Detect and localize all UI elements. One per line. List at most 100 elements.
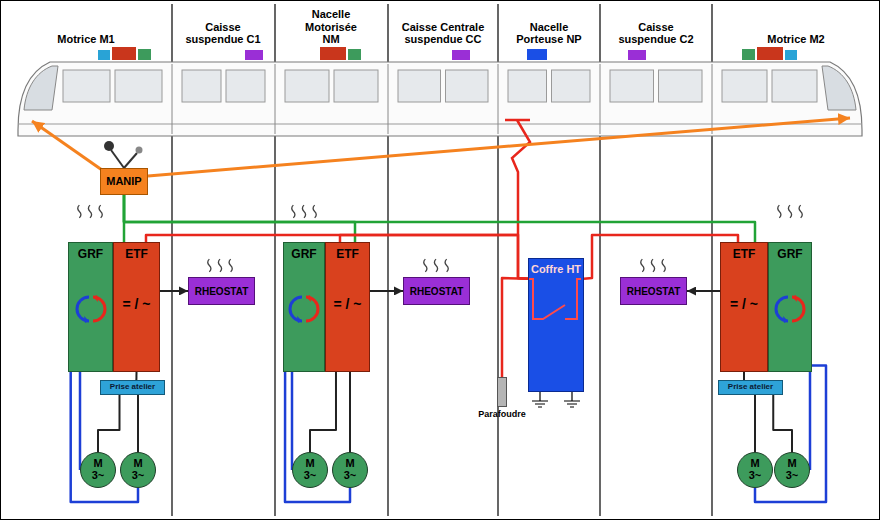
ground-symbol [532,390,580,407]
pantograph [505,120,530,235]
wire [137,395,139,452]
wire [773,395,792,452]
node-label: = / ~ [333,297,361,312]
node-label: ETF [125,248,148,261]
node-label: RHEOSTAT [195,286,249,297]
roof-equipment [98,47,797,60]
controller-box: MANIP [100,168,148,195]
wire [135,372,137,380]
section-header: Caisse suspendue C2 [614,21,698,46]
control-arrow [148,118,850,176]
control-arrow [32,121,102,170]
section-header: Nacelle Porteuse NP [509,21,589,46]
workshop-socket: Prise atelier [100,380,165,395]
node-label: Prise atelier [110,383,155,392]
traction-converter: ETF = / ~ [720,242,768,372]
rotation-arrows [774,293,806,325]
tram-window [63,70,110,102]
section-header: Nacelle Motorisée NM [296,8,366,46]
node-label: GRF [78,248,103,261]
tram-window [446,70,489,102]
tram-window [552,70,591,102]
node-label: ETF [733,248,756,261]
motor-circle: M 3~ [120,452,156,488]
wire [809,372,812,470]
wire [584,235,738,279]
wire [79,372,82,470]
section-header: Motrice M1 [26,33,146,46]
tram-window [334,70,378,102]
traction-converter: ETF = / ~ [325,242,370,372]
section-header: Caisse suspendue C1 [181,21,265,46]
tram-window [398,70,441,102]
tram-joint [498,64,499,134]
wire [754,395,756,452]
node-label: RHEOSTAT [627,286,681,297]
node-label: M 3~ [747,458,763,481]
motor-circle: M 3~ [737,452,773,488]
node-label: = / ~ [730,297,758,312]
node-label: GRF [291,248,316,261]
cooling-unit: GRF [768,242,812,372]
section-header: Caisse Centrale suspendue CC [397,21,489,46]
tram-joint [172,64,173,134]
hv-box: Coffre HT [528,258,584,392]
motor-circle: M 3~ [80,452,116,488]
motor-circle: M 3~ [292,452,328,488]
node-label: GRF [777,248,802,261]
tram-window [772,70,817,102]
tram-joint [388,64,389,134]
node-label: M 3~ [90,458,106,481]
rheostat-box: RHEOSTAT [620,277,687,305]
wire [743,372,745,380]
tram-window [659,70,703,102]
rotation-arrows [288,293,320,325]
wire [687,290,720,292]
workshop-socket: Prise atelier [718,380,783,395]
node-label: M 3~ [784,458,800,481]
node-label: M 3~ [130,458,146,481]
tram-joint [600,64,601,134]
rheostat-box: RHEOSTAT [403,277,470,305]
tram-joint [712,64,713,134]
traction-converter: ETF = / ~ [113,242,160,372]
wire [502,278,528,377]
motor-circle: M 3~ [332,452,368,488]
tram-window [722,70,767,102]
rheostat-box: RHEOSTAT [188,277,255,305]
wire [160,290,188,292]
tram-joint [275,64,276,134]
node-label: M 3~ [342,458,358,481]
node-label: Coffre HT [531,263,581,275]
arrester-body [497,377,507,407]
wire [98,395,120,452]
tram-window [508,70,547,102]
section-header: Motrice M2 [736,33,856,46]
tram-window [226,70,265,102]
heat-marks [78,205,803,272]
tram-window [182,70,221,102]
tram-window [610,70,654,102]
switch-symbol [529,259,581,391]
node-label: ETF [336,248,359,261]
node-label: RHEOSTAT [410,286,464,297]
wire [349,372,351,452]
wire [370,290,403,292]
node-label: Parafoudre [478,410,526,420]
cooling-unit: GRF [68,242,113,372]
node-label: Prise atelier [728,383,773,392]
motor-circle: M 3~ [774,452,810,488]
wire [291,372,294,470]
node-label: = / ~ [122,297,150,312]
surge-arrester: Parafoudre [476,377,528,425]
wire [310,372,336,452]
tram-illustration [18,62,862,136]
cooling-unit: GRF [283,242,325,372]
tram-window [115,70,162,102]
node-label: MANIP [106,175,141,187]
rotation-arrows [75,293,107,325]
node-label: M 3~ [302,458,318,481]
tram-window [285,70,329,102]
master-controller [104,141,143,168]
